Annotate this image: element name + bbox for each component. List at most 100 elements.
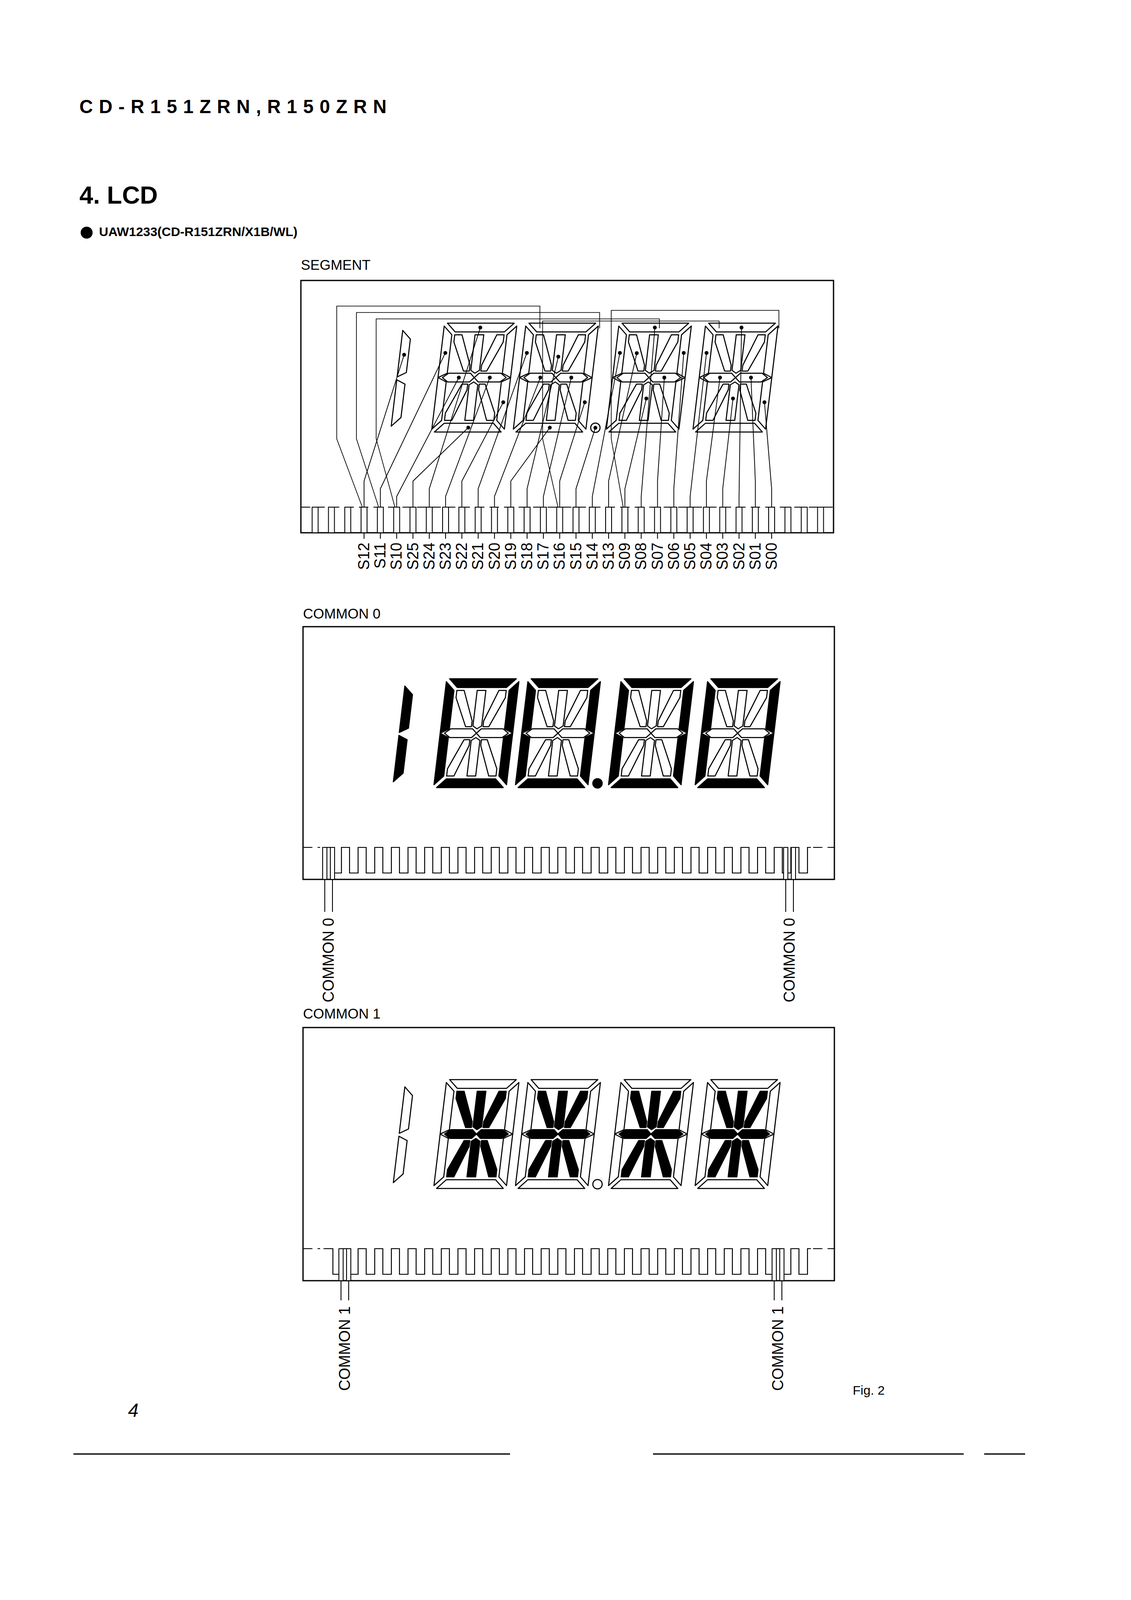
pin-tick [510, 532, 512, 539]
lcd-segment [504, 681, 519, 734]
lcd-segment [580, 1133, 595, 1186]
segment-wire [396, 377, 459, 508]
lcd-segment [619, 1129, 652, 1138]
lcd-segment [537, 1090, 554, 1128]
pin-tick [657, 532, 659, 539]
wire-dot [731, 396, 735, 401]
pin-name: S13 [600, 542, 617, 570]
lcd-segment [399, 1086, 413, 1134]
pin-tick [673, 532, 675, 539]
segment-wire [494, 377, 541, 508]
pin-tick [792, 879, 794, 912]
wire-dot [749, 375, 753, 380]
pin-tick [624, 532, 626, 539]
wire-dot [569, 375, 574, 380]
lcd-pin [507, 507, 514, 533]
lcd-pin [328, 507, 335, 533]
lcd-segment [655, 739, 672, 776]
segment-wire [611, 310, 779, 508]
segment-wire [657, 377, 665, 508]
pin-tick [705, 532, 707, 539]
pin-tick [591, 532, 593, 539]
lcd-segment [449, 678, 516, 688]
pin-tick [396, 532, 397, 539]
lcd-pin [475, 507, 481, 533]
lcd-segment [708, 1140, 732, 1177]
lcd-panel-outline [303, 1027, 835, 1281]
lcd-segment [449, 1079, 516, 1088]
lcd-segment [619, 728, 652, 738]
lcd-segment [623, 678, 691, 688]
lcd-segment [705, 1129, 738, 1138]
lcd-segment [655, 1140, 672, 1177]
pin-tick [324, 879, 326, 912]
lcd-segment [693, 377, 708, 430]
lcd-segment [580, 733, 595, 785]
wire-dot [582, 400, 587, 405]
pin-tick [773, 1280, 775, 1301]
lcd-segment [498, 1133, 513, 1186]
lcd-segment [614, 1082, 629, 1134]
pin-tick [575, 532, 577, 539]
pin-name: COMMON 0 [320, 917, 337, 1003]
lcd-pin [670, 507, 677, 533]
lcd-pin [779, 1248, 785, 1281]
lcd-segment [628, 334, 645, 371]
lcd-segment [476, 728, 509, 738]
pin-tick [689, 532, 691, 539]
segment-wire [429, 327, 481, 508]
wire-dot [548, 425, 552, 430]
segment-wire [673, 352, 684, 508]
lcd-segment [528, 739, 552, 776]
lcd-segment [699, 326, 713, 378]
wire-dot [466, 425, 471, 430]
lcd-segment [454, 334, 471, 371]
lcd-segment [557, 728, 590, 738]
wire-dot [538, 375, 543, 380]
lcd-segment [737, 1129, 770, 1138]
lcd-panel-outline [303, 626, 835, 880]
lcd-pin [791, 847, 796, 880]
lcd-segment [611, 1179, 678, 1189]
lcd-segment [530, 678, 598, 688]
segment-wire [764, 402, 772, 508]
lcd-segment [434, 1133, 449, 1186]
lcd-segment [708, 739, 732, 776]
lcd-segment [744, 690, 768, 727]
lcd-segment [609, 423, 676, 432]
lcd-segment [480, 739, 497, 776]
lcd-segment [564, 690, 588, 727]
lcd-pin [719, 507, 726, 533]
lcd-segment [705, 384, 729, 421]
pin-name: S19 [503, 542, 519, 570]
lcd-segment [741, 739, 758, 776]
panel-heading: COMMON 1 [303, 1005, 381, 1022]
lcd-segment [524, 373, 557, 382]
panel-heading: COMMON 0 [303, 606, 381, 622]
segment-wire [364, 354, 405, 508]
wire-dot [593, 425, 598, 430]
part-number: UAW1233(CD-R151ZRN/X1B/WL) [99, 224, 298, 239]
dashed-edge [813, 1247, 835, 1249]
lcd-segment [621, 323, 689, 332]
lcd-segment [671, 377, 686, 430]
wire-dot [704, 350, 709, 355]
pin-tick [608, 532, 610, 539]
lcd-segment [393, 735, 408, 782]
pin-name: S04 [698, 542, 715, 570]
pin-tick [785, 879, 787, 912]
lcd-segment [705, 728, 738, 738]
common-electrode [323, 1248, 811, 1274]
segment-wire [624, 398, 647, 508]
lcd-pin [752, 507, 759, 533]
lcd-segment [476, 1129, 509, 1138]
lcd-segment [742, 334, 766, 371]
page-rule [652, 1453, 964, 1455]
lcd-segment [474, 373, 507, 382]
pin-tick [722, 532, 723, 539]
lcd-segment [444, 1129, 477, 1138]
pin-tick [559, 532, 560, 539]
lcd-pin [377, 507, 384, 533]
lcd-segment [444, 728, 477, 738]
lcd-segment [480, 1140, 497, 1177]
